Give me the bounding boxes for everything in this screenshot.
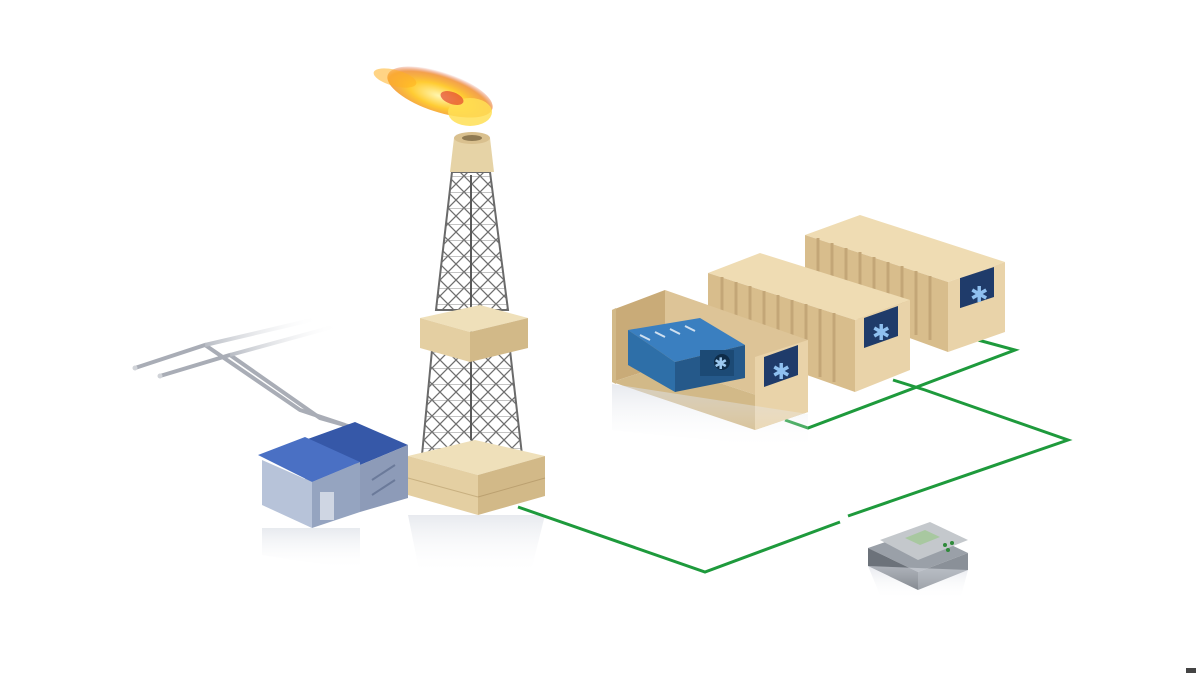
controller-buttons (943, 541, 954, 552)
container-1-fan-window (764, 345, 798, 387)
derrick-link (517, 505, 841, 574)
pump-buildings (258, 422, 408, 570)
gas-flare (373, 66, 493, 126)
engine: ✱ (628, 318, 745, 392)
container-2-fan-window (864, 306, 898, 348)
engine-fan-icon: ✱ (714, 354, 727, 373)
gas-pipelines (132, 316, 363, 432)
controller-display (905, 530, 940, 545)
controller-unit (868, 522, 968, 600)
fan-icon: ✱ (970, 283, 988, 308)
fan-icon: ✱ (872, 321, 890, 346)
fan-icon: ✱ (772, 360, 790, 385)
genset-container-open: ✱ ✱ (612, 290, 808, 450)
container-3-fan-window (960, 267, 994, 309)
drilling-derrick (407, 132, 546, 575)
corner-mark (1186, 668, 1196, 673)
main-bus (847, 378, 1073, 518)
